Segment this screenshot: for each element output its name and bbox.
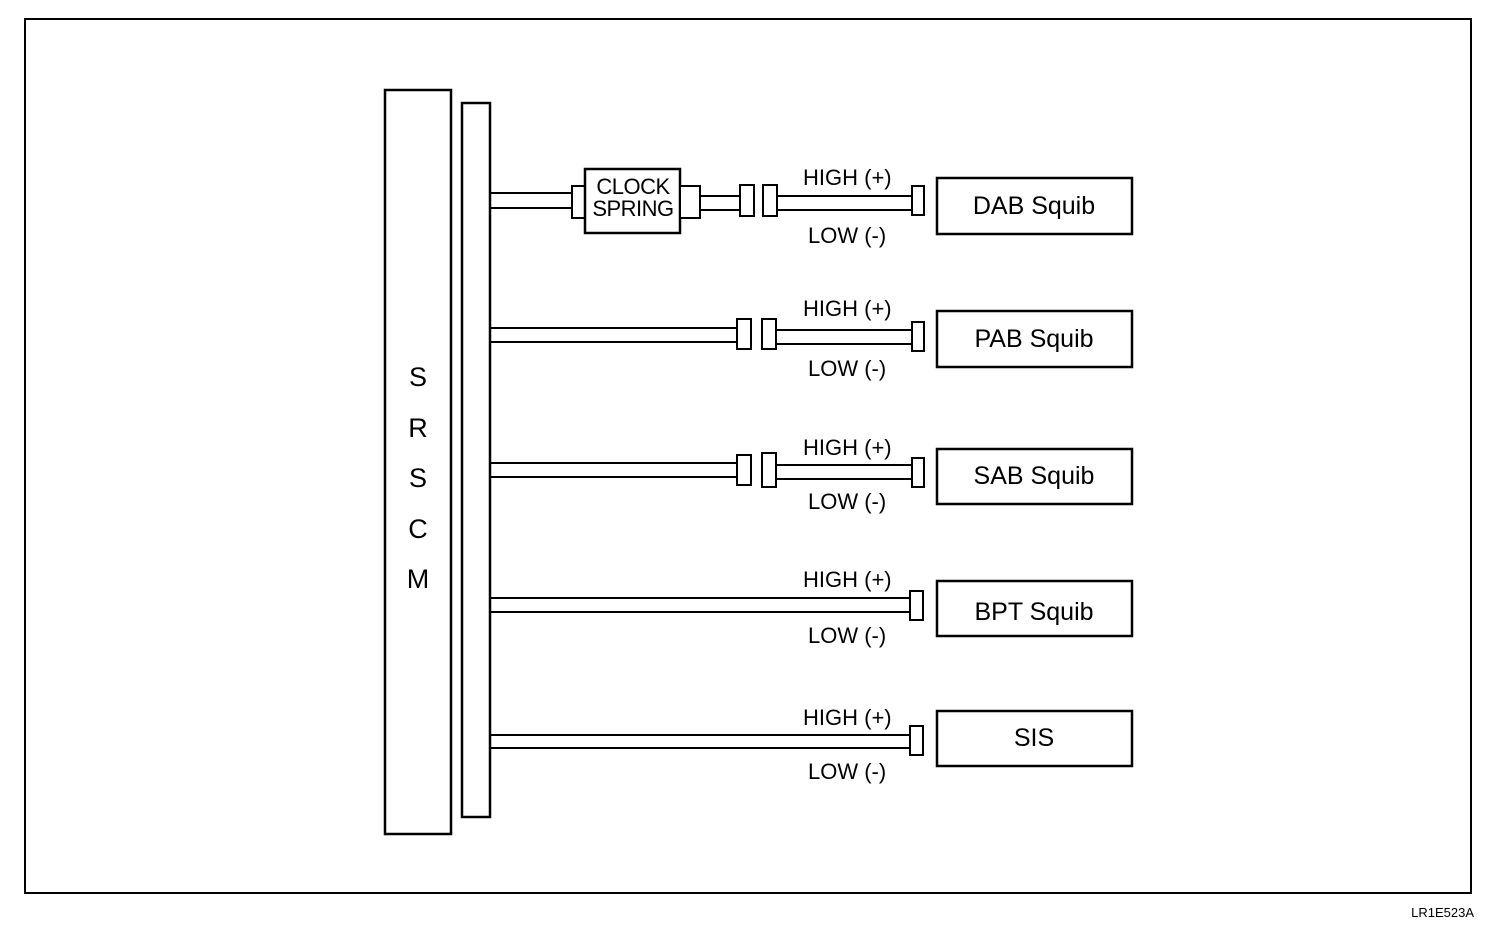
bpt-squib-connector: [909, 590, 924, 621]
sab-squib-label: SAB Squib: [973, 462, 1095, 490]
dab-low-label: LOW (-): [808, 223, 887, 248]
sab-high-label: HIGH (+): [803, 435, 892, 460]
srscm-letter: S: [408, 463, 427, 493]
dab-high-label: HIGH (+): [803, 165, 892, 190]
circuit-bpt: [490, 579, 1134, 638]
pab-squib-box: [935, 309, 1134, 369]
sab-low-label: LOW (-): [808, 489, 887, 514]
clock-spring-line1: CLOCK: [596, 174, 670, 199]
pab-squib-label: PAB Squib: [974, 325, 1094, 353]
pab-squib-connector: [911, 321, 925, 352]
harness-connector-bar: [460, 101, 492, 819]
sab-squib-connector: [911, 457, 925, 488]
srscm-letter: R: [408, 412, 428, 443]
sis-connector: [909, 725, 924, 756]
pab-connector-right: [761, 318, 777, 350]
srscm-letter: M: [406, 564, 430, 594]
pab-connector-left: [736, 318, 752, 350]
srscm-letter: S: [408, 362, 427, 392]
circuit-pab: [490, 309, 1134, 369]
clock-spring-line2: SPRING: [592, 196, 674, 221]
dab-squib-box: [935, 176, 1134, 236]
sab-squib-box: [935, 447, 1134, 506]
circuit-sis: [490, 709, 1134, 768]
pab-high-label: HIGH (+): [803, 296, 892, 321]
clock-spring-label: CLOCK SPRING: [586, 176, 680, 220]
sab-connector-left: [736, 454, 752, 486]
circuit-sab: [490, 447, 1134, 506]
bpt-squib-label: BPT Squib: [974, 598, 1094, 626]
srscm-module-box: [383, 88, 453, 836]
sis-low-label: LOW (-): [808, 759, 887, 784]
diagram-frame: [24, 18, 1472, 894]
clock-spring-left-stub: [571, 185, 586, 219]
dab-squib-label: DAB Squib: [972, 192, 1096, 220]
dab-squib-connector: [911, 185, 925, 216]
dab-connector-right: [762, 184, 778, 217]
clock-spring-right-stub: [679, 185, 701, 219]
pab-low-label: LOW (-): [808, 356, 887, 381]
bpt-squib-box: [935, 579, 1134, 638]
figure-id: LR1E523A: [1411, 905, 1474, 920]
circuit-dab: [490, 167, 1134, 236]
bpt-high-label: HIGH (+): [803, 567, 892, 592]
dab-connector-left: [739, 184, 755, 217]
bpt-low-label: LOW (-): [808, 623, 887, 648]
sis-label: SIS: [1013, 724, 1055, 752]
sab-connector-right: [761, 452, 777, 488]
sis-high-label: HIGH (+): [803, 705, 892, 730]
srscm-letter: C: [408, 513, 428, 544]
srscm-label: S R S C M: [386, 352, 450, 605]
sis-box: [935, 709, 1134, 768]
